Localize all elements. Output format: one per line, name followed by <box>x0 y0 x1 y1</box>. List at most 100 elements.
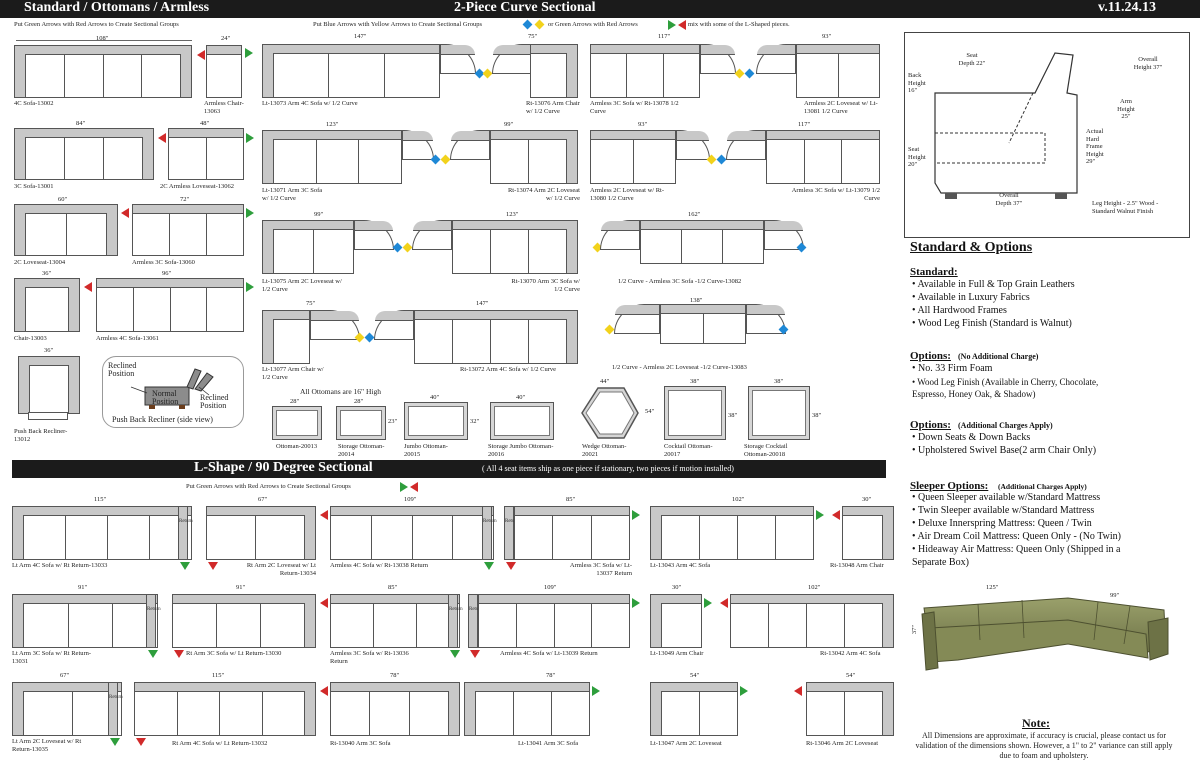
green-arrow-icon <box>816 510 824 520</box>
green-arrow-icon <box>740 686 748 696</box>
options-sub-1: (No Additional Charge) <box>958 352 1039 361</box>
label-13035: Lt Arm 2C Loveseat w/ Rt Return-13035 <box>12 738 82 753</box>
lshape-13040 <box>330 682 460 736</box>
green-down-arrow-icon <box>484 562 494 570</box>
options-2-item-2: • Upholstered Swivel Base(2 arm Chair On… <box>912 445 1097 456</box>
lshape-13033 <box>12 506 192 560</box>
lshape-13047 <box>650 682 738 736</box>
half-curve-13080 <box>676 130 710 160</box>
yellow-marker-icon <box>734 68 745 79</box>
sectional-photo <box>918 588 1172 674</box>
red-down-arrow-icon <box>470 650 480 658</box>
lshape-instruction: Put Green Arrows with Red Arrows to Crea… <box>186 483 351 490</box>
label-13076: Rt-13076 Arm Chair w/ 1/2 Curve <box>526 100 580 115</box>
lshape-title: L-Shape / 90 Degree Sectional <box>194 460 373 475</box>
dim-label: 85" <box>388 584 398 591</box>
red-arrow-icon <box>832 510 840 520</box>
red-arrow-icon <box>410 482 418 492</box>
blue-marker-icon <box>744 68 755 79</box>
label-13083: 1/2 Curve - Armless 2C Loveseat -1/2 Cur… <box>612 364 747 371</box>
dim-label: 147" <box>476 300 489 307</box>
green-arrow-icon <box>246 133 254 143</box>
label-recliner: Push Back Recliner-13012 <box>14 428 68 443</box>
red-arrow-icon <box>320 510 328 520</box>
label-13030: Rt Arm 3C Sofa w/ Lt Return-13030 <box>186 650 282 657</box>
curve-sofa-13070 <box>452 220 578 274</box>
lshape-13031 <box>12 594 158 648</box>
dim-line <box>16 40 192 41</box>
overall-height-label: Overall Height 37" <box>1133 56 1163 71</box>
sofa-3c-13001 <box>14 128 154 180</box>
recliner-caption: Push Back Recliner (side view) <box>112 415 213 424</box>
green-arrow-icon <box>246 208 254 218</box>
dim-label: 115" <box>212 672 225 679</box>
lshape-note: ( All 4 seat items ship as one piece if … <box>482 464 734 473</box>
curve-armless-13078 <box>590 44 700 98</box>
label-13034: Rt Arm 2C Loveseat w/ Lt Return-13034 <box>246 562 316 577</box>
leg-height-label: Leg Height - 2.5" Wood - Standard Walnut… <box>1092 200 1159 215</box>
yellow-marker-icon <box>534 19 545 30</box>
back-height-label: Back Height 16" <box>908 72 926 94</box>
dim-label: 48" <box>200 120 210 127</box>
dim-label: 117" <box>658 33 671 40</box>
sofa-4c-13002 <box>14 45 192 98</box>
return-13035: Return <box>108 682 123 736</box>
dim-label: 78" <box>390 672 400 679</box>
dim-label: 28" <box>354 398 364 405</box>
recliner-diagram <box>102 356 244 428</box>
green-arrow-icon <box>245 48 253 58</box>
sleeper-item-2: • Twin Sleeper available w/Standard Matt… <box>912 505 1095 516</box>
lshape-13030 <box>172 594 316 648</box>
options-1-item-2: • Wood Leg Finish (Available in Cherry, … <box>912 377 1099 387</box>
chair-13003 <box>14 278 80 332</box>
return-13039: Return <box>468 594 483 648</box>
label-13031: Lt Arm 3C Sofa w/ Rt Return-13031 <box>12 650 92 665</box>
red-arrow-icon <box>678 20 686 30</box>
red-arrow-icon <box>794 686 802 696</box>
dim-label: 84" <box>76 120 86 127</box>
standard-heading: Standard: <box>910 266 958 278</box>
dim-label: 162" <box>688 211 701 218</box>
red-arrow-icon <box>84 282 92 292</box>
curve-armless-13079 <box>766 130 880 184</box>
dim-label: 72" <box>180 196 190 203</box>
label-13041: Lt-13041 Arm 3C Sofa <box>518 740 579 747</box>
label-ottoman-20016: Storage Jumbo Ottoman-20016 <box>488 443 554 458</box>
dim-label: 109" <box>404 496 417 503</box>
armless-3c-sofa-13060 <box>132 204 244 256</box>
options-2-item-1: • Down Seats & Down Backs <box>912 432 1031 443</box>
header-version: v.11.24.13 <box>1098 0 1156 15</box>
ottoman-20015 <box>404 402 468 440</box>
dim-label: 30" <box>862 496 872 503</box>
armless-chair-13063 <box>206 45 242 98</box>
dim-label: 93" <box>638 121 648 128</box>
sectional-photo-illustration <box>921 597 1169 671</box>
label-13072: Rt-13072 Arm 4C Sofa w/ 1/2 Curve <box>460 366 557 373</box>
options-sub-2: (Additional Charges Apply) <box>958 421 1053 430</box>
dim-label: 123" <box>506 211 519 218</box>
wedge-ottoman-20021 <box>580 386 640 440</box>
label-13070: Rt-13070 Arm 3C Sofa w/ 1/2 Curve <box>511 278 580 293</box>
dim-label: 23" <box>388 418 398 425</box>
blue-marker-icon <box>392 242 403 253</box>
curve-armless-13080 <box>590 130 676 184</box>
label-13048: Rt-13048 Arm Chair <box>830 562 884 569</box>
dim-label: 91" <box>236 584 246 591</box>
red-arrow-icon <box>720 598 728 608</box>
dim-label: 30" <box>672 584 682 591</box>
blue-marker-icon <box>430 154 441 165</box>
sleeper-item-5: • Hideaway Air Mattress: Queen Only (Shi… <box>912 544 1121 555</box>
lshape-header-bar: L-Shape / 90 Degree Sectional ( All 4 se… <box>12 460 886 478</box>
half-curve-13071 <box>402 130 434 160</box>
green-arrow-icon <box>592 686 600 696</box>
green-down-arrow-icon <box>450 650 460 658</box>
dim-label: 117" <box>798 121 811 128</box>
options-title: Standard & Options <box>910 240 1033 255</box>
label-13073: Lt-13073 Arm 4C Sofa w/ 1/2 Curve <box>262 100 358 107</box>
dim-label: 75" <box>306 300 316 307</box>
wedge-shape <box>581 387 639 439</box>
header-standard: Standard / Ottomans / Armless <box>24 0 210 15</box>
reclined-label-2: Reclined Position <box>200 393 229 410</box>
green-arrow-icon <box>704 598 712 608</box>
half-curve-13077 <box>310 310 360 340</box>
